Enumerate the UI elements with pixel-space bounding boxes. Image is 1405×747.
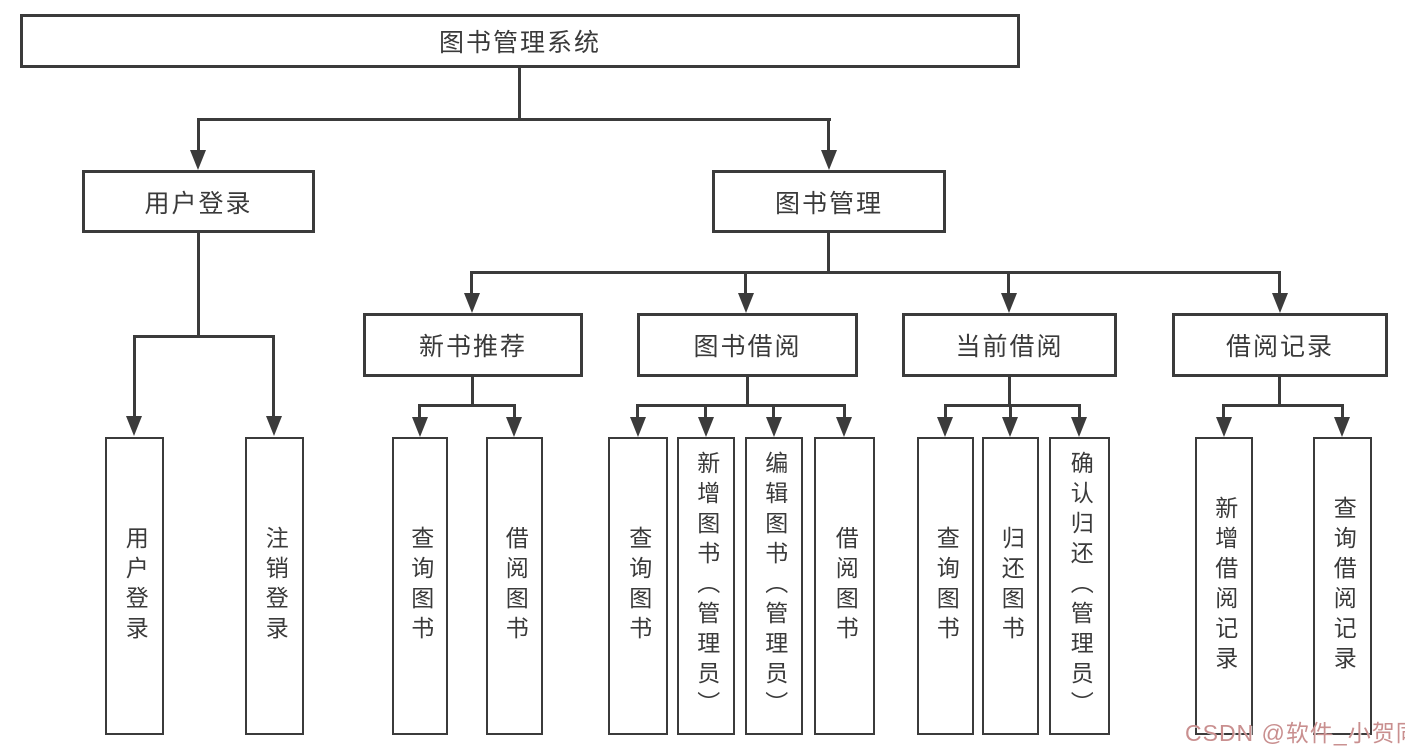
node-leaf-return-book: 归还图书	[982, 437, 1039, 735]
arrow-down-icon	[937, 417, 953, 437]
node-leaf-logout: 注销登录	[245, 437, 304, 735]
node-label: 查询图书	[407, 526, 434, 646]
connector-line	[418, 404, 421, 422]
connector-line	[470, 271, 1281, 274]
connector-line	[518, 68, 521, 121]
connector-line	[636, 404, 639, 422]
arrow-down-icon	[1002, 417, 1018, 437]
arrow-down-icon	[821, 150, 837, 170]
arrow-down-icon	[412, 417, 428, 437]
node-label: 借阅图书	[502, 526, 529, 646]
connector-line	[133, 335, 136, 420]
arrow-down-icon	[266, 416, 282, 436]
arrow-down-icon	[1001, 293, 1017, 313]
node-label: 图书借阅	[693, 333, 802, 361]
connector-line	[470, 271, 473, 298]
connector-line	[704, 404, 707, 422]
arrow-down-icon	[1216, 417, 1232, 437]
node-leaf-add-borrow-record: 新增借阅记录	[1195, 437, 1253, 735]
node-label: 用户登录	[122, 526, 149, 646]
connector-line	[197, 118, 831, 121]
arrow-down-icon	[738, 293, 754, 313]
connector-line	[827, 118, 830, 156]
node-label: 查询图书	[625, 526, 652, 646]
node-label: 确认归还（管理员）	[1067, 451, 1094, 721]
node-label: 新增图书（管理员）	[693, 451, 720, 721]
connector-line	[744, 271, 747, 298]
connector-line	[272, 335, 275, 420]
arrow-down-icon	[698, 417, 714, 437]
node-label: 用户登录	[144, 189, 253, 218]
connector-line	[513, 404, 516, 422]
node-book-management: 图书管理	[712, 170, 946, 233]
node-label: 注销登录	[262, 526, 289, 646]
arrow-down-icon	[836, 417, 852, 437]
connector-line	[1078, 404, 1081, 422]
connector-line	[1341, 404, 1344, 422]
node-library-system: 图书管理系统	[20, 14, 1020, 68]
node-label: 借阅记录	[1225, 333, 1334, 361]
connector-line	[746, 377, 749, 407]
node-borrow-records: 借阅记录	[1172, 313, 1388, 377]
arrow-down-icon	[630, 417, 646, 437]
connector-line	[471, 377, 474, 407]
arrow-down-icon	[464, 293, 480, 313]
connector-line	[1222, 404, 1225, 422]
connector-line	[197, 233, 200, 338]
node-label: 编辑图书（管理员）	[761, 451, 788, 721]
connector-line	[133, 335, 275, 338]
node-leaf-edit-book-admin: 编辑图书（管理员）	[745, 437, 803, 735]
node-leaf-borrow-books-2: 借阅图书	[814, 437, 875, 735]
connector-line	[197, 118, 200, 156]
arrow-down-icon	[1272, 293, 1288, 313]
node-leaf-user-login: 用户登录	[105, 437, 164, 735]
arrow-down-icon	[506, 417, 522, 437]
connector-line	[944, 404, 1081, 407]
connector-line	[1008, 377, 1011, 407]
arrow-down-icon	[1334, 417, 1350, 437]
node-label: 图书管理系统	[438, 29, 601, 57]
node-label: 借阅图书	[832, 526, 859, 646]
connector-line	[1007, 271, 1010, 298]
node-label: 新书推荐	[418, 333, 527, 361]
connector-line	[1009, 404, 1012, 422]
connector-line	[1278, 377, 1281, 407]
connector-line	[1222, 404, 1344, 407]
connector-line	[843, 404, 846, 422]
node-label: 新增借阅记录	[1211, 496, 1238, 676]
node-leaf-search-books-2: 查询图书	[608, 437, 668, 735]
node-label: 查询图书	[933, 526, 960, 646]
node-label: 归还图书	[998, 526, 1025, 646]
node-current-borrow: 当前借阅	[902, 313, 1117, 377]
connector-line	[944, 404, 947, 422]
node-leaf-search-books-3: 查询图书	[917, 437, 974, 735]
arrow-down-icon	[1071, 417, 1087, 437]
node-book-borrow: 图书借阅	[637, 313, 858, 377]
connector-line	[1278, 271, 1281, 298]
node-user-login: 用户登录	[82, 170, 315, 233]
csdn-watermark: CSDN @软件_小贺同学	[1185, 720, 1405, 746]
arrow-down-icon	[126, 416, 142, 436]
node-leaf-search-borrow-record: 查询借阅记录	[1313, 437, 1372, 735]
connector-line	[772, 404, 775, 422]
node-new-book-recommend: 新书推荐	[363, 313, 583, 377]
node-label: 查询借阅记录	[1330, 496, 1357, 676]
connector-line	[418, 404, 516, 407]
arrow-down-icon	[190, 150, 206, 170]
node-leaf-add-book-admin: 新增图书（管理员）	[677, 437, 735, 735]
arrow-down-icon	[766, 417, 782, 437]
node-leaf-search-books-1: 查询图书	[392, 437, 448, 735]
node-label: 当前借阅	[955, 333, 1064, 361]
connector-line	[636, 404, 846, 407]
node-label: 图书管理	[774, 189, 883, 218]
connector-line	[827, 233, 830, 274]
node-leaf-confirm-return-admin: 确认归还（管理员）	[1049, 437, 1110, 735]
node-leaf-borrow-books-1: 借阅图书	[486, 437, 543, 735]
